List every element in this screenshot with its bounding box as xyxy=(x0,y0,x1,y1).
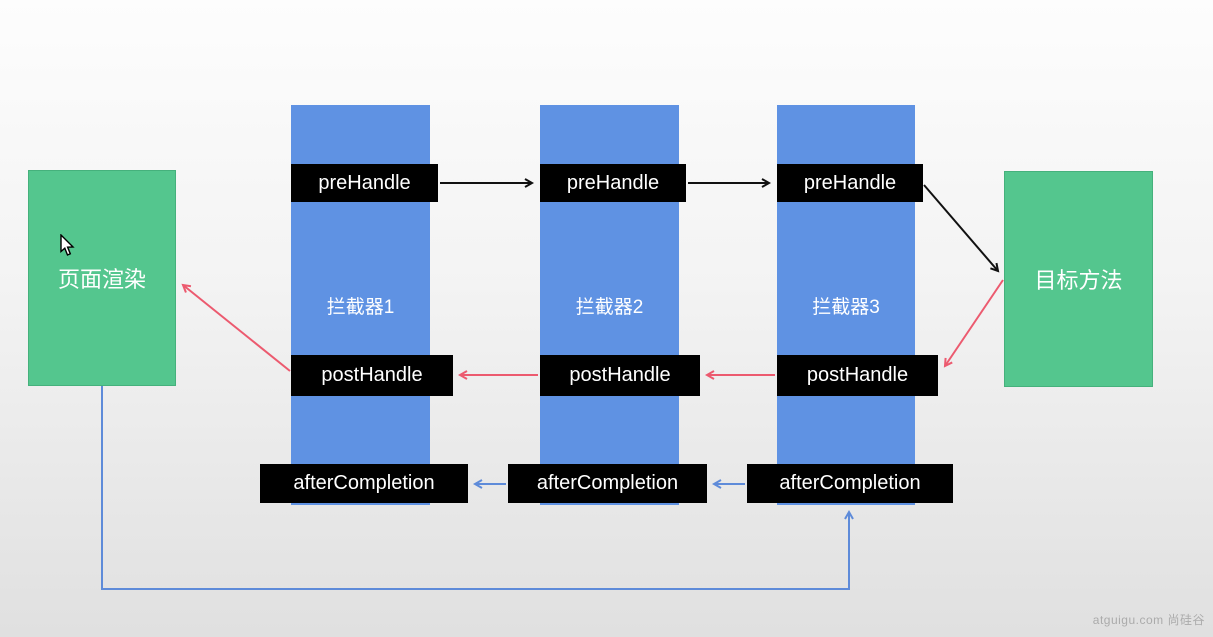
watermark-text: atguigu.com 尚硅谷 xyxy=(1092,613,1205,627)
prehandle-label-3: preHandle xyxy=(777,164,923,202)
prehandle-label-2: preHandle xyxy=(540,164,686,202)
mouse-cursor-icon xyxy=(60,234,75,256)
arrow-posthandle1-to-page-render xyxy=(181,283,291,372)
arrow-target-method-to-posthandle3 xyxy=(943,279,1004,368)
interceptor-1-label: 拦截器1 xyxy=(326,296,395,318)
page-render-box: 页面渲染 xyxy=(28,170,176,386)
target-method-box: 目标方法 xyxy=(1004,171,1153,387)
arrow-prehandle3-to-target-method xyxy=(923,184,1000,273)
posthandle-label-3: postHandle xyxy=(777,355,938,396)
page-render-label: 页面渲染 xyxy=(57,267,146,292)
interceptor-3-label: 拦截器3 xyxy=(812,296,880,318)
aftercompletion-label-2: afterCompletion xyxy=(508,464,707,503)
aftercompletion-label-3: afterCompletion xyxy=(747,464,953,503)
arrow-page-render-to-aftercompletion3 xyxy=(101,386,854,590)
interceptor-2-label: 拦截器2 xyxy=(575,296,644,318)
posthandle-label-1: postHandle xyxy=(291,355,453,396)
target-method-label: 目标方法 xyxy=(1034,268,1123,293)
posthandle-label-2: postHandle xyxy=(540,355,700,396)
aftercompletion-label-1: afterCompletion xyxy=(260,464,468,503)
prehandle-label-1: preHandle xyxy=(291,164,438,202)
